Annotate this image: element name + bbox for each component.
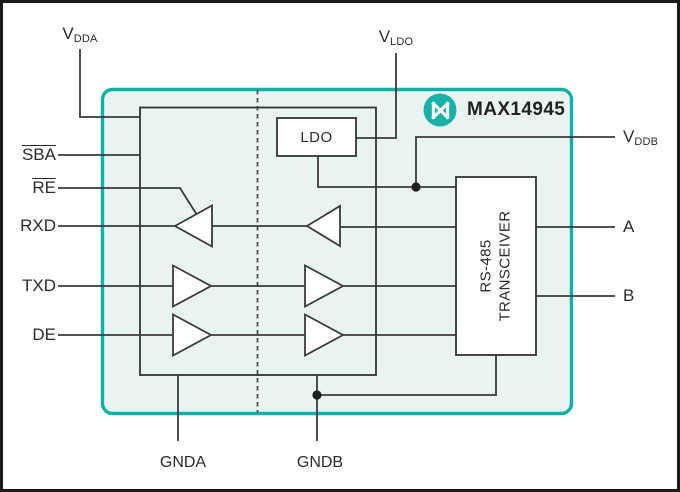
pin-label-vldo-base: V: [378, 27, 391, 46]
junction-dot-vddb: [411, 182, 421, 192]
wire-ldo-supply: [317, 155, 456, 188]
wires: [58, 49, 615, 441]
pin-label-rxd: RXD: [3, 216, 56, 236]
pin-label-sba-text: SBA: [21, 145, 56, 164]
pin-label-vldo: VLDO: [369, 27, 423, 48]
ldo-block-label: LDO: [300, 128, 333, 146]
wire-vldo: [356, 53, 397, 139]
pin-label-sba: SBA: [3, 145, 56, 165]
pin-label-de: DE: [3, 325, 56, 345]
transceiver-label-line2: TRANSCEIVER: [497, 210, 514, 322]
maxim-logo-m-glyph: [431, 100, 450, 120]
pin-label-re-text: RE: [32, 178, 56, 197]
de-buffer-a-triangle: [172, 312, 213, 358]
pin-label-txd-text: TXD: [22, 276, 56, 295]
tx-buffer-b-triangle: [304, 263, 345, 309]
pin-label-gndb: GNDB: [280, 453, 360, 473]
pin-label-gnda: GNDA: [143, 453, 223, 473]
pin-label-a: A: [623, 217, 634, 237]
pin-label-vddb-base: V: [623, 127, 635, 146]
rx-buffer-b-triangle: [305, 204, 341, 248]
pin-label-vddb-sub: DDB: [634, 136, 659, 148]
pin-label-b-text: B: [623, 286, 635, 305]
inner-logic-block-outline: [139, 106, 377, 376]
wire-vdda: [79, 49, 140, 118]
pin-label-txd: TXD: [3, 276, 56, 296]
buffer-triangles: [172, 203, 345, 358]
pin-label-gnda-text: GNDA: [159, 454, 207, 471]
rs485-transceiver-label: RS-485 TRANSCEIVER: [456, 177, 536, 355]
pin-label-rxd-text: RXD: [20, 216, 56, 235]
pin-label-a-text: A: [623, 217, 635, 236]
wire-vddb: [415, 136, 615, 187]
chip-outline: [100, 87, 574, 416]
pin-label-vdda-base: V: [62, 24, 74, 43]
ldo-block-box: [276, 117, 357, 157]
pin-label-gndb-text: GNDB: [296, 454, 344, 471]
transceiver-label-line1: RS-485: [478, 239, 495, 293]
pin-label-vdda-sub: DDA: [73, 33, 98, 45]
pin-label-vdda: VDDA: [53, 24, 107, 45]
block-diagram-art: [58, 49, 615, 441]
rs485-transceiver-label-lines: RS-485 TRANSCEIVER: [477, 210, 515, 321]
part-number: MAX14945: [467, 98, 566, 120]
rs485-transceiver-box: [455, 176, 537, 356]
pin-label-vddb: VDDB: [623, 127, 659, 148]
maxim-logo-icon: [423, 93, 457, 126]
rx-buffer-a-triangle: [173, 203, 213, 249]
pin-label-re: RE: [3, 178, 56, 198]
pin-label-b: B: [623, 286, 634, 306]
pin-label-de-text: DE: [32, 325, 56, 344]
de-buffer-b-triangle: [304, 312, 345, 358]
wire-gndb-to-transceiver: [317, 355, 497, 396]
pin-label-vldo-sub: LDO: [390, 36, 414, 48]
tx-buffer-a-triangle: [172, 263, 213, 309]
junction-dot-gndb: [312, 390, 322, 400]
wire-re-enable: [58, 187, 198, 216]
brand-header: MAX14945: [423, 92, 565, 127]
